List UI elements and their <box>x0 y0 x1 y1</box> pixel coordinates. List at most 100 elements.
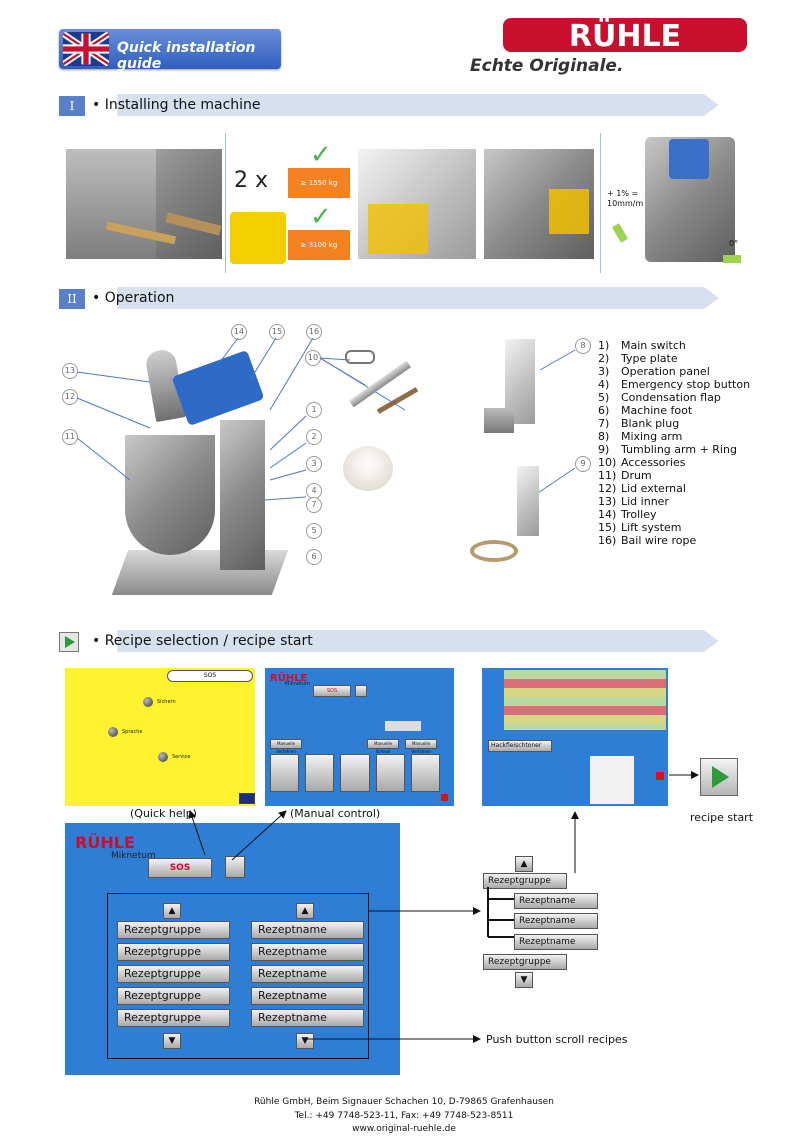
recipe-name-button[interactable]: Rezeptname <box>251 1009 364 1027</box>
recipe-group-button[interactable]: Rezeptgruppe <box>117 965 230 983</box>
screen-sub: Miknetum <box>285 681 310 687</box>
stop-icon[interactable] <box>441 794 448 801</box>
tree-group[interactable]: Rezeptgruppe <box>483 954 567 970</box>
recipe-step-grid <box>504 670 666 730</box>
bullet-icon[interactable] <box>158 752 168 762</box>
scroll-down-button[interactable]: ▼ <box>296 1033 314 1049</box>
machine-foot-photo <box>66 149 222 259</box>
manual-control-label: (Manual control) <box>290 807 381 820</box>
recipe-name-button[interactable]: Rezeptname <box>251 987 364 1005</box>
svg-text:RÜHLE: RÜHLE <box>569 17 681 54</box>
tilt-label: + 1% = 10mm/m <box>607 189 644 208</box>
section-title-installing: • Installing the machine <box>92 97 261 113</box>
battery-icon <box>239 793 255 804</box>
parts-list: 1)Main switch 2)Type plate 3)Operation p… <box>598 339 750 547</box>
tilt-icon[interactable] <box>305 754 335 792</box>
help-icon[interactable] <box>225 856 245 878</box>
section-title-recipe: • Recipe selection / recipe start <box>92 633 313 649</box>
scroll-down-button[interactable]: ▼ <box>163 1033 181 1049</box>
recipe-name-field[interactable]: Hackfleischtoner <box>488 740 552 752</box>
list-item: 16)Bail wire rope <box>598 534 697 547</box>
callout: 13 <box>62 363 78 379</box>
screen-sub: Miknetum <box>111 851 156 861</box>
recipe-name-button[interactable]: Rezeptname <box>251 921 364 939</box>
scroll-up-button[interactable]: ▲ <box>296 903 314 919</box>
recipe-start-button[interactable] <box>700 758 738 796</box>
callout: 12 <box>62 389 78 405</box>
callout: 8 <box>575 338 591 354</box>
machine-base-photo <box>484 149 594 259</box>
recipe-group-button[interactable]: Rezeptgruppe <box>117 987 230 1005</box>
list-item: 2)Type plate <box>598 352 678 365</box>
list-item: 6)Machine foot <box>598 404 693 417</box>
value-field[interactable] <box>385 721 421 731</box>
tree-name[interactable]: Rezeptname <box>514 893 598 909</box>
drum-rotate-icon[interactable] <box>270 754 300 792</box>
load-box-1: ≥ 1550 kg <box>288 168 350 198</box>
callout: 6 <box>306 549 322 565</box>
manual-control-screen: RÜHLE Miknetum SOS Manuelle Verfahren Ma… <box>265 668 454 806</box>
sos-field[interactable]: SOS <box>167 670 253 682</box>
recipe-group-button[interactable]: Rezeptgruppe <box>117 1009 230 1027</box>
lid-icon[interactable] <box>375 754 405 792</box>
callout: 15 <box>269 324 285 340</box>
quick-help-screen: SOS Sichern Sprache Service <box>65 668 255 806</box>
bullet-icon[interactable] <box>108 727 118 737</box>
recipe-name-button[interactable]: Rezeptname <box>251 943 364 961</box>
callout: 14 <box>231 324 247 340</box>
help-item: Sprache <box>122 729 143 735</box>
section-bar-1 <box>117 94 719 116</box>
tree-name[interactable]: Rezeptname <box>514 934 598 950</box>
footer-website[interactable]: www.original-ruehle.de <box>352 1124 456 1134</box>
footer-phone: Tel.: +49 7748-523-11, Fax: +49 7748-523… <box>294 1111 514 1121</box>
drum-rotate-icon[interactable] <box>340 754 370 792</box>
mixing-arm-base <box>484 408 514 433</box>
list-item: 5)Condensation flap <box>598 391 721 404</box>
section-bar-3 <box>117 630 719 652</box>
tumbling-arm-figure <box>517 466 539 536</box>
check-icon: ✓ <box>310 202 332 232</box>
forklift-icon <box>230 212 286 264</box>
list-item: 15)Lift system <box>598 521 682 534</box>
bullet-icon[interactable] <box>143 697 153 707</box>
ruehle-logo: RÜHLE <box>503 17 747 54</box>
recipe-name-button[interactable]: Rezeptname <box>251 965 364 983</box>
tree-lines <box>487 887 514 938</box>
recipe-group-button[interactable]: Rezeptgruppe <box>117 921 230 939</box>
help-item: Sichern <box>157 699 176 705</box>
manual-button[interactable]: Manuelle Verfahren <box>405 739 437 754</box>
recipe-selection-screen: RÜHLE Miknetum SOS ▲ ▲ Rezeptgruppe Reze… <box>65 823 400 1075</box>
tumbling-ring-figure <box>470 540 518 562</box>
callout: 9 <box>575 456 591 472</box>
stop-icon[interactable] <box>656 772 664 780</box>
control-tile-row <box>270 754 441 794</box>
section-number-1: I <box>59 96 85 116</box>
list-item: 9)Tumbling arm + Ring <box>598 443 737 456</box>
lift-icon[interactable] <box>410 754 441 792</box>
tree-group[interactable]: Rezeptgruppe <box>483 873 567 889</box>
scroll-down-button[interactable]: ▼ <box>515 972 533 988</box>
recipe-group-button[interactable]: Rezeptgruppe <box>117 943 230 961</box>
blank-plug-figure <box>343 446 393 491</box>
help-icon[interactable] <box>355 685 367 697</box>
manual-button[interactable]: Manuelle Verfahren <box>270 739 302 754</box>
scroll-up-button[interactable]: ▲ <box>515 856 533 872</box>
angle-label: 0° <box>729 239 739 248</box>
tree-name[interactable]: Rezeptname <box>514 913 598 929</box>
list-item: 8)Mixing arm <box>598 430 683 443</box>
sos-button[interactable]: SOS <box>313 685 351 697</box>
guide-title: Quick installation guide <box>117 40 256 72</box>
push-button-label: Push button scroll recipes <box>486 1033 628 1046</box>
count-label: 2 x <box>234 168 269 193</box>
footer-address: Rühle GmbH, Beim Signauer Schachen 10, D… <box>254 1097 554 1107</box>
sos-button[interactable]: SOS <box>148 858 212 878</box>
callout-lines <box>76 337 576 501</box>
load-box-2: ≥ 3100 kg <box>288 230 350 260</box>
scroll-up-button[interactable]: ▲ <box>163 903 181 919</box>
callout: 16 <box>306 324 322 340</box>
divider <box>600 133 601 273</box>
manual-button[interactable]: Manuelle Schnell <box>367 739 399 754</box>
list-item: 11)Drum <box>598 469 652 482</box>
accessories-figure <box>345 350 425 420</box>
